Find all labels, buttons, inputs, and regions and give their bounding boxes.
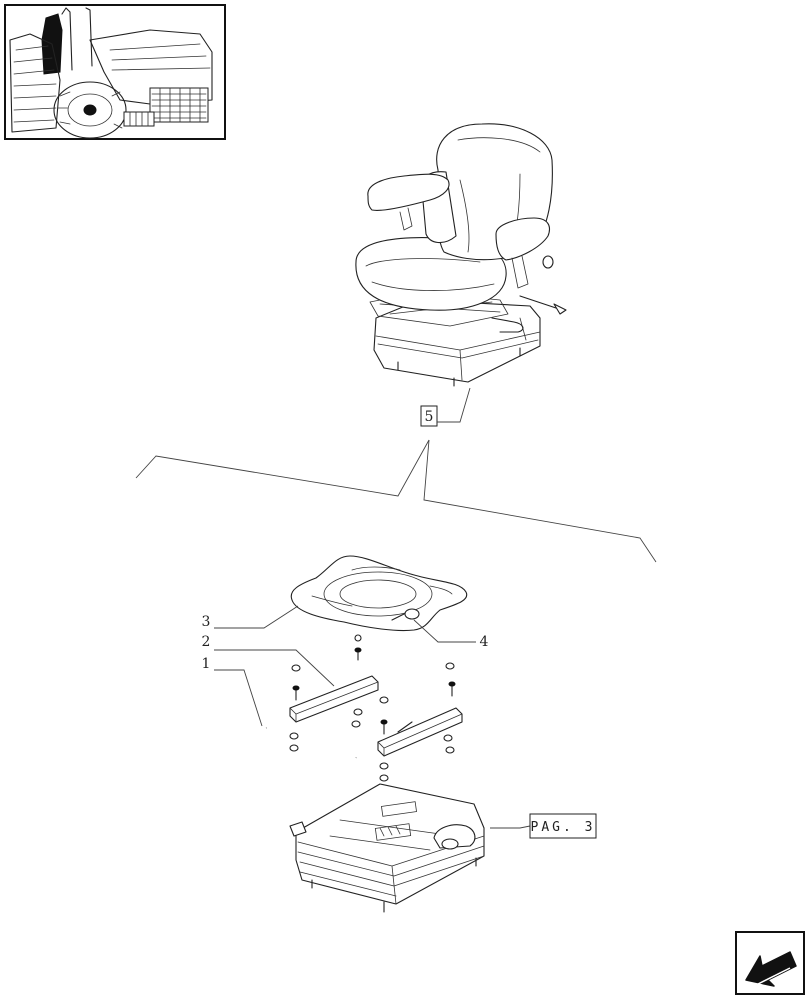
callout-5-label: 5 xyxy=(425,409,434,425)
bolt-b xyxy=(292,685,300,701)
slide-rail-right-part xyxy=(377,707,463,757)
tractor-thumbnail-icon[interactable] xyxy=(4,4,226,140)
bolt-c xyxy=(448,681,456,697)
bolt-a xyxy=(354,647,362,661)
callout-2: 2 xyxy=(202,634,335,687)
callout-3-label: 3 xyxy=(202,614,211,630)
adjustment-handle-part xyxy=(240,726,358,781)
complete-seat-assembly xyxy=(355,123,567,387)
callout-3: 3 xyxy=(202,605,299,630)
callout-5: 5 xyxy=(420,387,471,427)
explode-bracket-lines xyxy=(135,439,657,563)
callout-4: 4 xyxy=(413,619,489,650)
callout-2-label: 2 xyxy=(202,634,211,650)
swivel-plate-part xyxy=(290,555,468,632)
suspension-base-part xyxy=(289,783,485,913)
callout-1: 1 xyxy=(202,656,263,727)
fasteners xyxy=(289,634,456,782)
page-reference-box[interactable]: PAG. 3 xyxy=(490,813,597,839)
bolt-d xyxy=(380,719,388,735)
page-reference-label: PAG. 3 xyxy=(531,820,596,835)
slide-rail-left-part xyxy=(289,675,379,723)
callout-1-label: 1 xyxy=(202,656,211,672)
back-arrow-icon[interactable] xyxy=(735,931,805,995)
callout-4-label: 4 xyxy=(480,634,489,650)
